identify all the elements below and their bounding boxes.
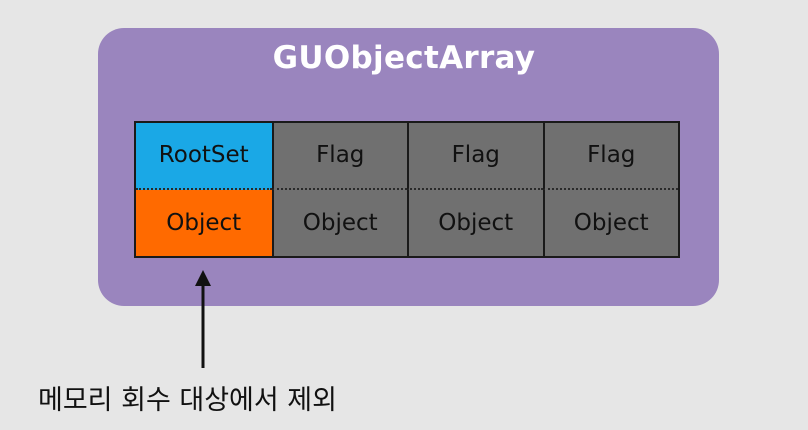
up-arrow-icon [195, 270, 211, 368]
object-cell-3: Object [542, 189, 679, 256]
flag-cell-2: Flag [407, 123, 543, 190]
object-cell-2: Object [407, 189, 543, 256]
object-cell-1: Object [271, 189, 408, 256]
caption-text: 메모리 회수 대상에서 제외 [38, 385, 337, 416]
rootset-cell: RootSet [136, 123, 272, 190]
object-cell-highlighted: Object [136, 189, 272, 256]
flag-cell-3: Flag [542, 123, 678, 190]
diagram-title: GUObjectArray [272, 40, 536, 76]
object-array-grid: RootSet Flag Flag Flag Object Object Obj… [134, 121, 680, 258]
flag-cell-1: Flag [271, 123, 407, 190]
